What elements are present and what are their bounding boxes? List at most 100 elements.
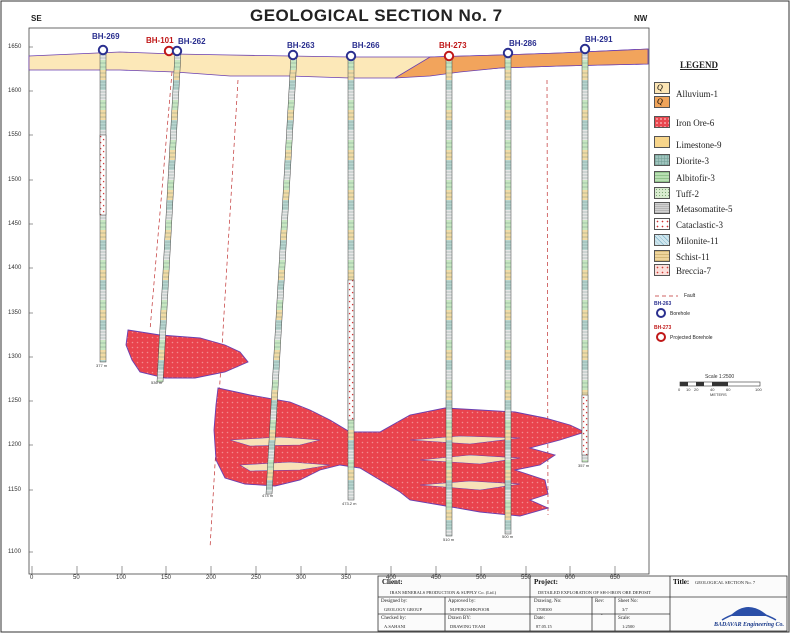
- legend-label-tuff: Tuff-2: [676, 189, 700, 199]
- tb-sheet-heading: Sheet No:: [618, 599, 638, 604]
- tb-approved-heading: Approved by:: [448, 599, 476, 604]
- distance-label: 350: [341, 575, 352, 581]
- tb-scale-value: 1:2500: [622, 624, 635, 629]
- legend-label-schist: Schist-11: [676, 252, 710, 262]
- tb-rev-value: -: [601, 612, 603, 617]
- distance-label: 150: [161, 575, 172, 581]
- depth-label-bh262: 536 m: [151, 380, 163, 385]
- depth-label-bh263: 474 m: [262, 493, 274, 498]
- elevation-label: 1550: [8, 132, 22, 138]
- legend-label-projected: Projected Borehole: [670, 335, 713, 341]
- legend-title: LEGEND: [680, 60, 719, 70]
- scale-tick: 40: [710, 387, 715, 392]
- scale-label: Scale 1:2500: [705, 374, 735, 380]
- elevation-ticks: [29, 46, 33, 553]
- legend-swatch-cataclastic: [654, 218, 670, 230]
- legend-label-diorite: Diorite-3: [676, 156, 709, 166]
- borehole-column-bh273: [445, 55, 453, 537]
- fault-lines: [149, 71, 549, 549]
- elevation-label: 1450: [8, 221, 22, 227]
- tb-client-heading: Client:: [382, 578, 403, 586]
- scale-tick: 10: [686, 387, 691, 392]
- legend-swatch-alluvium: Q: [654, 82, 670, 94]
- legend-label-milonite: Milonite-11: [676, 236, 719, 246]
- distance-label: 0: [30, 575, 34, 581]
- scale-tick: 100: [755, 387, 762, 392]
- tb-title-value: GEOLOGICAL SECTION No. 7: [695, 580, 756, 585]
- direction-right: NW: [634, 14, 648, 23]
- elevation-label: 1300: [8, 354, 22, 360]
- distance-label: 450: [431, 575, 442, 581]
- distance-ticks: [31, 566, 616, 574]
- borehole-columns: [99, 49, 589, 537]
- depth-label-bh273: 510 m: [443, 537, 455, 542]
- depth-label-bh291: 357 m: [578, 463, 590, 468]
- distance-label: 500: [476, 575, 487, 581]
- borehole-label-bh266: BH-266: [352, 41, 380, 50]
- scale-tick: 20: [694, 387, 699, 392]
- borehole-label-bh101: BH-101: [146, 36, 174, 45]
- legend-label-alluvium: Alluvium-1: [676, 89, 718, 99]
- elevation-label: 1600: [8, 88, 22, 94]
- elevation-label: 1400: [8, 265, 22, 271]
- tb-scale-heading: Scale:: [618, 616, 631, 621]
- legend-swatch-breccia: [654, 264, 670, 276]
- tb-client-value: IRAN MINERALS PRODUCTION & SUPPLY Co. (L…: [390, 590, 497, 595]
- tb-drawn-heading: Drawn BY:: [448, 616, 471, 621]
- distance-label: 200: [206, 575, 217, 581]
- tb-rev-heading: Rev:: [595, 599, 605, 604]
- tb-project-value: DETAILED EXPLORATION OF SH-I-IRON ORE DE…: [538, 590, 652, 595]
- tb-drawn-value: DRAWING TEAM: [450, 624, 486, 629]
- legend-label-albitofir: Albitofir-3: [676, 173, 715, 183]
- borehole-label-bh262: BH-262: [178, 37, 206, 46]
- legend-label-iron-ore: Iron Ore-6: [676, 118, 715, 128]
- distance-label: 300: [296, 575, 307, 581]
- tb-drawing-no-heading: Drawing. No:: [534, 599, 562, 604]
- legend-swatch-iron-ore: [654, 116, 670, 128]
- borehole-label-bh273: BH-273: [439, 41, 467, 50]
- company-logo: [721, 607, 777, 621]
- borehole-label-bh269: BH-269: [92, 32, 120, 41]
- legend-swatch-milonite: [654, 234, 670, 246]
- legend-swatch-albitofir: [654, 171, 670, 183]
- legend-label-breccia: Breccia-7: [676, 266, 711, 276]
- elevation-label: 1100: [8, 549, 21, 555]
- legend-code: Q: [657, 83, 663, 92]
- depth-label-bh266: 473.2 m: [342, 501, 357, 506]
- distance-label: 400: [386, 575, 397, 581]
- borehole-label-bh291: BH-291: [585, 35, 613, 44]
- borehole-column-bh266: [347, 55, 355, 501]
- legend-swatch-tuff: [654, 187, 670, 199]
- section-frame: [28, 27, 650, 575]
- legend-swatch-metasomatite: [654, 202, 670, 214]
- elevation-label: 1150: [8, 487, 21, 493]
- borehole-label-bh263: BH-263: [287, 41, 315, 50]
- tb-designed-heading: Designed by:: [381, 599, 408, 604]
- tb-project-heading: Project:: [534, 578, 558, 586]
- borehole-markers: [97, 43, 591, 62]
- iron-ore-body-west: [125, 329, 249, 379]
- legend-swatch-gravel: Q: [654, 96, 670, 108]
- tb-approved-value: M.PEIKOSHKPOOR: [450, 607, 490, 612]
- direction-left: SE: [31, 14, 42, 23]
- distance-label: 50: [73, 575, 80, 581]
- distance-label: 600: [565, 575, 576, 581]
- legend-swatch-schist: [654, 250, 670, 262]
- tb-checked-value: A.SAHANI: [384, 624, 406, 629]
- elevation-label: 1350: [8, 310, 22, 316]
- distance-label: 550: [521, 575, 532, 581]
- distance-label: 250: [251, 575, 262, 581]
- legend-symbols: [655, 295, 761, 387]
- scale-unit: METERS: [710, 392, 727, 397]
- legend-label-borehole: Borehole: [670, 311, 691, 317]
- tb-date-value: 87.05.15: [536, 624, 552, 629]
- tb-checked-heading: Checked by:: [381, 616, 407, 621]
- distance-label: 650: [610, 575, 621, 581]
- legend-sample-borehole: BH-263: [654, 301, 672, 307]
- legend-swatch-limestone: [654, 136, 670, 148]
- depth-label-bh286: 500 m: [502, 534, 514, 539]
- title-block-frame: [377, 575, 788, 632]
- tb-sheet-value: 3/7: [622, 607, 628, 612]
- distance-label: 100: [116, 575, 127, 581]
